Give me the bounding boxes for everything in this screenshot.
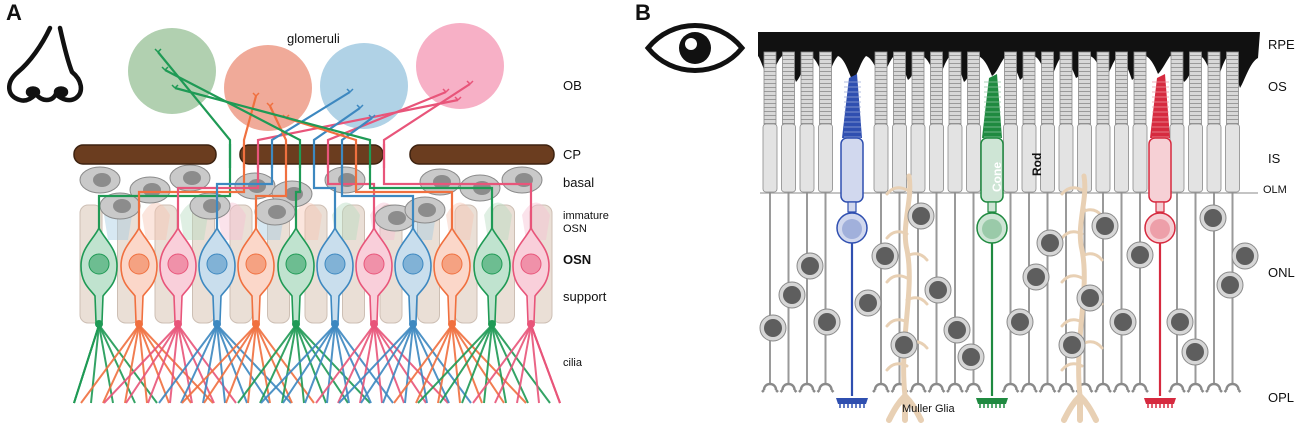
- glomeruli: [128, 23, 504, 131]
- cone-label: Cone: [990, 162, 1004, 192]
- panel-letter-b: B: [635, 0, 651, 25]
- cone-cells: [836, 74, 1176, 408]
- opl-label: OPL: [1268, 390, 1295, 405]
- onl-nuclei: [759, 202, 1259, 371]
- osn-label: OSN: [563, 252, 592, 267]
- rod-label: Rod: [1030, 152, 1044, 176]
- ob-label: OB: [563, 78, 582, 93]
- osn-neurons: [80, 226, 550, 328]
- glomerulus-green: [128, 28, 216, 114]
- olm-label: OLM: [1263, 184, 1287, 196]
- glomeruli-label: glomeruli: [287, 31, 340, 46]
- is-label: IS: [1268, 151, 1281, 166]
- basal-label: basal: [563, 175, 595, 190]
- immature-osn-label: OSN: [563, 223, 587, 235]
- rod-cells: [760, 51, 1258, 393]
- glomerulus-orange: [224, 45, 312, 131]
- os-label: OS: [1268, 79, 1287, 94]
- muller-glia-label: Muller Glia: [902, 403, 955, 415]
- osn-axons: [97, 48, 533, 240]
- cilia-lines: [73, 324, 561, 404]
- cilia-label: cilia: [563, 357, 582, 369]
- glomerulus-pink: [416, 23, 504, 109]
- rpe-label: RPE: [1268, 37, 1295, 52]
- cribriform-plate: [73, 144, 555, 165]
- glomerulus-blue: [320, 43, 408, 129]
- retina-panel: [644, 23, 1260, 423]
- onl-label: ONL: [1268, 265, 1295, 280]
- cp-label: CP: [563, 147, 582, 162]
- support-label: support: [563, 289, 607, 304]
- panel-letter-a: A: [6, 0, 22, 25]
- olfactory-panel: [7, 23, 561, 404]
- eye-icon: [644, 23, 746, 73]
- nose-icon: [7, 25, 84, 103]
- immature-label: immature: [563, 210, 609, 222]
